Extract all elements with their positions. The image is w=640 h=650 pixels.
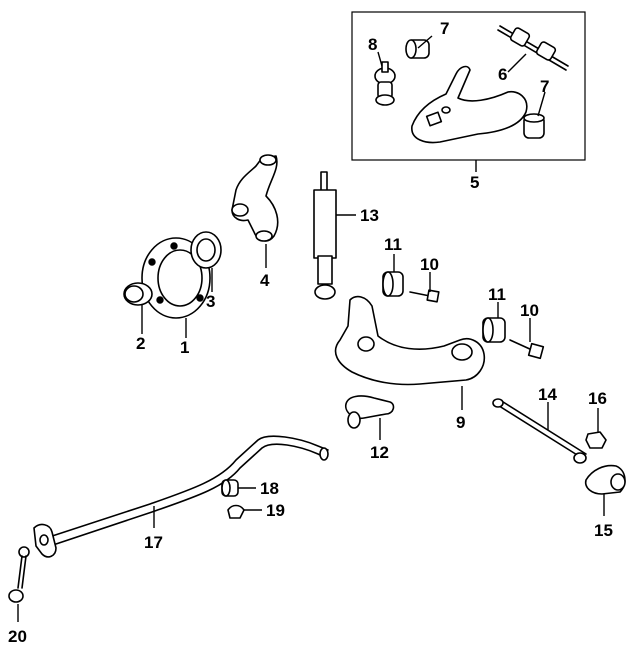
callout-13: 13 (360, 206, 379, 225)
rod-nut-part (585, 431, 607, 449)
callout-12: 12 (370, 443, 389, 462)
upper-arm-slot (425, 111, 443, 127)
leader-7b (537, 91, 546, 117)
lower-arm-pivot (451, 343, 473, 361)
stabilizer-link-part (8, 546, 30, 603)
callout-18: 18 (260, 479, 279, 498)
wheel-bearing-part (190, 231, 222, 269)
callout-6: 6 (498, 65, 507, 84)
callout-7a: 7 (440, 19, 449, 38)
lower-bolt-left-part (409, 289, 440, 303)
callout-20: 20 (8, 627, 27, 646)
knuckle-spindle (231, 203, 249, 217)
callout-5: 5 (470, 173, 479, 192)
steering-knuckle-part (231, 155, 279, 242)
shock-absorber-part (313, 171, 337, 300)
leader-6 (507, 53, 527, 73)
callout-10b: 10 (520, 301, 539, 320)
callout-14: 14 (538, 385, 557, 404)
knuckle-lower-eye (255, 230, 273, 242)
leader-7a (417, 35, 433, 49)
callout-16: 16 (588, 389, 607, 408)
upper-ball-joint-part (374, 61, 396, 106)
knuckle-upper-eye (259, 154, 277, 166)
stabilizer-clamp-part (227, 504, 245, 519)
callout-2: 2 (136, 334, 145, 353)
callout-17: 17 (144, 533, 163, 552)
callout-10a: 10 (420, 255, 439, 274)
callout-7b: 7 (540, 77, 549, 96)
rod-bushing-part (584, 464, 626, 495)
lower-bushing-right-part (482, 317, 506, 343)
lower-arm-bushing-eye (357, 336, 375, 352)
callout-15: 15 (594, 521, 613, 540)
callout-11a: 11 (384, 235, 402, 254)
callout-8: 8 (368, 35, 377, 54)
callout-1: 1 (180, 338, 189, 357)
stabilizer-bar-end (319, 447, 329, 461)
upper-arm-shaft-part (497, 25, 569, 71)
upper-bushing-right-part (523, 113, 545, 139)
lower-bolt-right-part (509, 339, 545, 360)
stabilizer-bar-part (39, 435, 329, 541)
hub-cap-part (123, 282, 153, 306)
callout-19: 19 (266, 501, 285, 520)
stabilizer-end-bracket-part (33, 523, 57, 558)
callout-4: 4 (260, 271, 270, 290)
upper-control-arm-part (411, 65, 528, 144)
strut-rod-part (492, 398, 587, 464)
upper-bushing-top-part (405, 39, 430, 59)
stabilizer-bar-inner-part (43, 443, 327, 549)
callout-11b: 11 (488, 285, 506, 304)
lower-bushing-left-part (382, 271, 404, 297)
callout-3: 3 (206, 292, 215, 311)
callout-9: 9 (456, 413, 465, 432)
upper-arm-bolt-hole (441, 106, 451, 114)
stabilizer-bushing-part (221, 479, 239, 497)
leader-8 (377, 51, 383, 67)
lower-control-arm-part (334, 295, 486, 386)
lower-ball-joint-part (344, 395, 395, 429)
upper-control-arm-inset-box (351, 11, 586, 161)
